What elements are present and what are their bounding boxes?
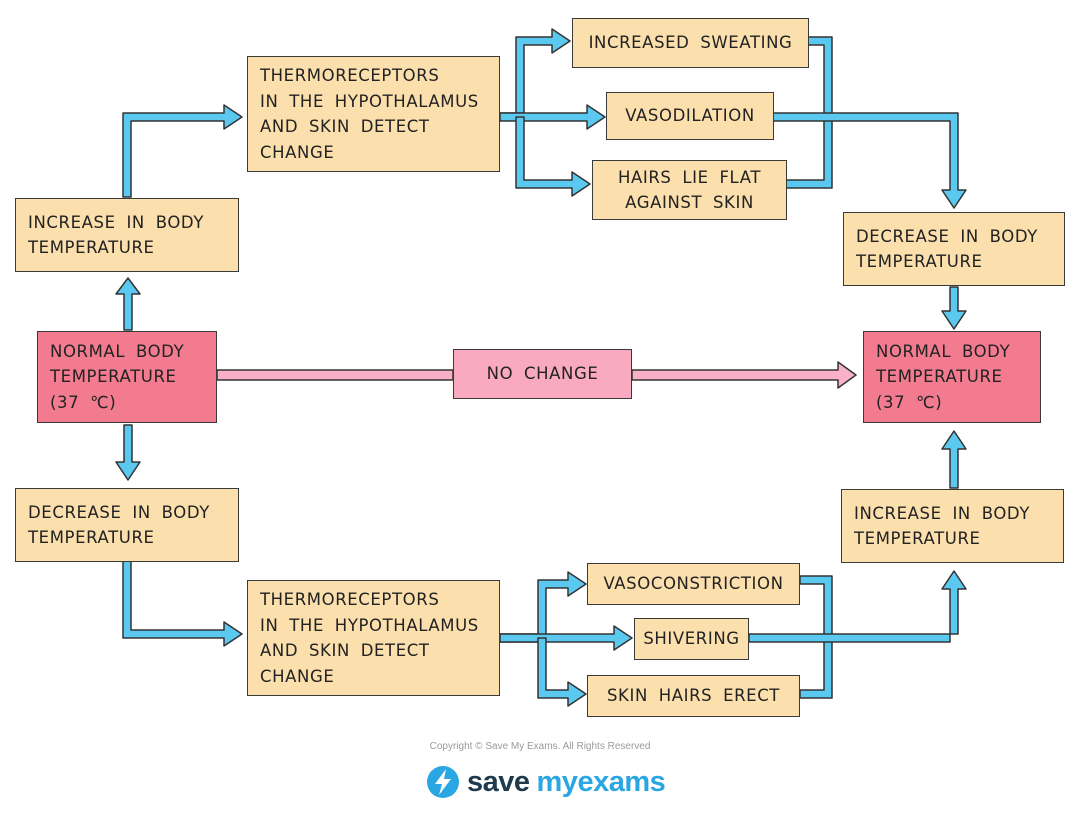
arrow-effectors-to-decrease <box>772 112 967 209</box>
arrow-decrease-to-normal <box>941 286 967 330</box>
arrow-normal-to-increase <box>115 277 141 331</box>
arrow-normal-to-decrease <box>115 424 141 481</box>
connector-sweating-out <box>807 36 833 122</box>
connector-skin-hairs-out <box>799 635 833 699</box>
no-change-box: NO CHANGE <box>453 349 632 399</box>
response-hairs-lie-flat: HAIRS LIE FLAT AGAINST SKIN <box>592 160 787 220</box>
arrow-increase-to-normal <box>941 430 967 489</box>
connector-vasoconstriction-out <box>799 575 833 643</box>
connector-hairs-flat-out <box>785 116 833 189</box>
arrow-no-change-right <box>631 361 857 389</box>
response-shivering: SHIVERING <box>634 618 749 660</box>
arrow-effectors-to-increase <box>748 570 967 643</box>
lightning-bolt-icon <box>427 766 459 798</box>
copyright-notice: Copyright © Save My Exams. All Rights Re… <box>429 741 651 752</box>
arrow-thermo-to-shivering <box>499 625 633 651</box>
arrow-thermo-to-skin-hairs <box>537 637 587 707</box>
response-vasodilation: VASODILATION <box>606 92 774 140</box>
response-skin-hairs-erect: SKIN HAIRS ERECT <box>587 675 800 717</box>
arrow-increase-to-thermo <box>122 104 243 198</box>
response-vasoconstriction: VASOCONSTRICTION <box>587 563 800 605</box>
arrow-no-change-left <box>216 369 454 381</box>
arrow-thermo-to-vasoconstriction <box>499 571 587 643</box>
arrow-thermo-to-sweating <box>499 28 571 122</box>
arrow-thermo-to-vasodilation <box>499 104 606 130</box>
response-increased-sweating: INCREASED SWEATING <box>572 18 809 68</box>
arrow-thermo-to-hairs-flat <box>515 116 591 197</box>
arrow-decrease-to-thermo <box>122 560 243 647</box>
